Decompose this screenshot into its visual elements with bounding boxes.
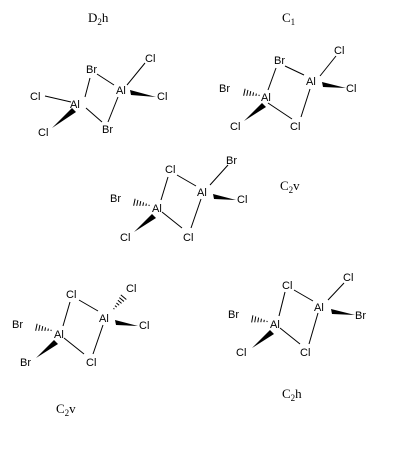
atom-cl: Cl <box>236 347 246 359</box>
atom-cl: Cl <box>346 83 356 95</box>
bond <box>84 77 91 98</box>
bond <box>279 327 301 345</box>
label-d2h: D2h <box>88 10 109 27</box>
bond <box>190 198 202 229</box>
atom-br: Br <box>226 155 237 167</box>
atom-br: Br <box>102 124 113 136</box>
atom-cl: Cl <box>183 232 193 244</box>
atom-al: Al <box>197 187 207 199</box>
bond <box>278 291 286 317</box>
atom-br: Br <box>20 357 31 369</box>
bond <box>327 282 345 301</box>
atom-cl: Cl <box>139 320 149 332</box>
wedge-bond <box>36 340 58 358</box>
bond <box>176 174 197 187</box>
atom-cl: Cl <box>38 127 48 139</box>
hash-bond <box>243 88 261 100</box>
atom-cl: Cl <box>282 280 292 292</box>
atom-br: Br <box>110 193 121 205</box>
bond <box>161 211 183 229</box>
atom-al: Al <box>306 76 316 88</box>
label-c2v-a: C2v <box>280 178 300 195</box>
atom-br: Br <box>274 55 285 67</box>
atom-cl: Cl <box>230 121 240 133</box>
atom-br: Br <box>12 319 23 331</box>
atom-al: Al <box>152 203 162 215</box>
atom-cl: Cl <box>300 347 310 359</box>
bond <box>319 55 337 77</box>
bond <box>44 95 72 103</box>
wedge-bond <box>252 330 274 348</box>
bond <box>267 67 277 91</box>
atom-cl: Cl <box>237 194 247 206</box>
bond <box>63 337 85 355</box>
hash-bond <box>35 323 53 335</box>
bond <box>267 102 293 120</box>
atom-cl: Cl <box>126 283 136 295</box>
atom-cl: Cl <box>66 289 76 301</box>
atom-al: Al <box>54 329 64 341</box>
atom-cl: Cl <box>290 121 300 133</box>
atom-br: Br <box>355 310 366 322</box>
atom-al: Al <box>99 313 109 325</box>
atom-cl: Cl <box>86 357 96 369</box>
molecule-c1: C1 Br Al Cl Cl Al Br Cl Cl <box>219 10 356 133</box>
wedge-bond <box>130 90 156 97</box>
wedge-bond <box>213 194 236 200</box>
molecule-c2h: C2h Cl Al Cl Br Al Br Cl Cl <box>228 272 366 403</box>
wedge-bond <box>52 108 76 128</box>
bond <box>96 73 115 86</box>
label-c2h: C2h <box>282 386 302 403</box>
atom-br: Br <box>219 83 230 95</box>
atom-cl: Cl <box>165 164 175 176</box>
wedge-bond <box>134 214 156 232</box>
label-c2v-b: C2v <box>56 401 76 418</box>
atom-br: Br <box>86 64 97 76</box>
wedge-bond <box>331 309 355 315</box>
molecule-d2h: D2h Br Al Cl Cl Al Cl Cl Br <box>30 10 167 139</box>
bond <box>62 301 71 327</box>
atom-cl: Cl <box>334 45 344 57</box>
bond <box>85 107 103 123</box>
bond <box>126 62 146 86</box>
bond <box>300 88 311 118</box>
atom-al: Al <box>70 99 80 111</box>
molecule-c2v-a: C2v Cl Al Br Cl Al Br Cl Cl <box>110 155 300 244</box>
wedge-bond <box>115 320 138 326</box>
bond <box>209 164 229 186</box>
wedge-bond <box>322 82 346 88</box>
wedge-bond <box>244 103 266 121</box>
bond <box>160 176 169 201</box>
atom-al: Al <box>116 85 126 97</box>
bond <box>284 65 305 76</box>
atom-al: Al <box>270 319 280 331</box>
hash-bond <box>133 198 151 210</box>
atom-cl: Cl <box>145 53 155 65</box>
bond <box>92 324 104 355</box>
atom-cl: Cl <box>343 272 353 284</box>
molecule-c2v-b: C2v Cl Al Cl Cl Al Br Br Cl <box>12 283 149 418</box>
label-c1: C1 <box>282 10 295 27</box>
atom-cl: Cl <box>120 232 130 244</box>
bond <box>78 299 99 312</box>
atom-br: Br <box>228 309 239 321</box>
bond <box>107 96 119 123</box>
atom-al: Al <box>314 302 324 314</box>
bond <box>308 312 319 345</box>
hash-bond <box>110 294 127 312</box>
atom-al: Al <box>261 92 271 104</box>
bond <box>293 289 314 302</box>
atom-cl: Cl <box>30 91 40 103</box>
atom-cl: Cl <box>157 91 167 103</box>
hash-bond <box>251 314 269 326</box>
